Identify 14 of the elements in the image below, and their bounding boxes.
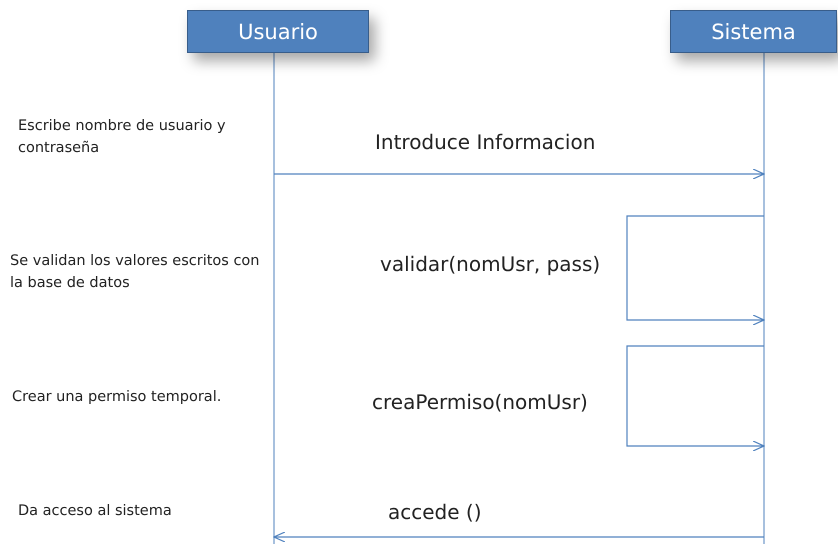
message-arrow bbox=[274, 168, 765, 180]
note-text: Se validan los valores escritos con la base de datos bbox=[10, 252, 260, 293]
note-text: Crear una permiso temporal. bbox=[12, 388, 222, 407]
participant-box: Sistema bbox=[670, 10, 837, 53]
message-label: Introduce Informacion bbox=[375, 130, 596, 154]
note-text: Escribe nombre de usuario y contraseña bbox=[18, 117, 227, 158]
note-text: Da acceso al sistema bbox=[18, 502, 173, 521]
message-label: validar(nomUsr, pass) bbox=[380, 252, 600, 276]
message-arrow bbox=[273, 531, 764, 543]
message-arrow bbox=[626, 215, 765, 326]
participant-box: Usuario bbox=[187, 10, 369, 53]
message-arrow bbox=[626, 345, 765, 452]
message-label: creaPermiso(nomUsr) bbox=[372, 390, 588, 414]
message-label: accede () bbox=[388, 500, 482, 524]
